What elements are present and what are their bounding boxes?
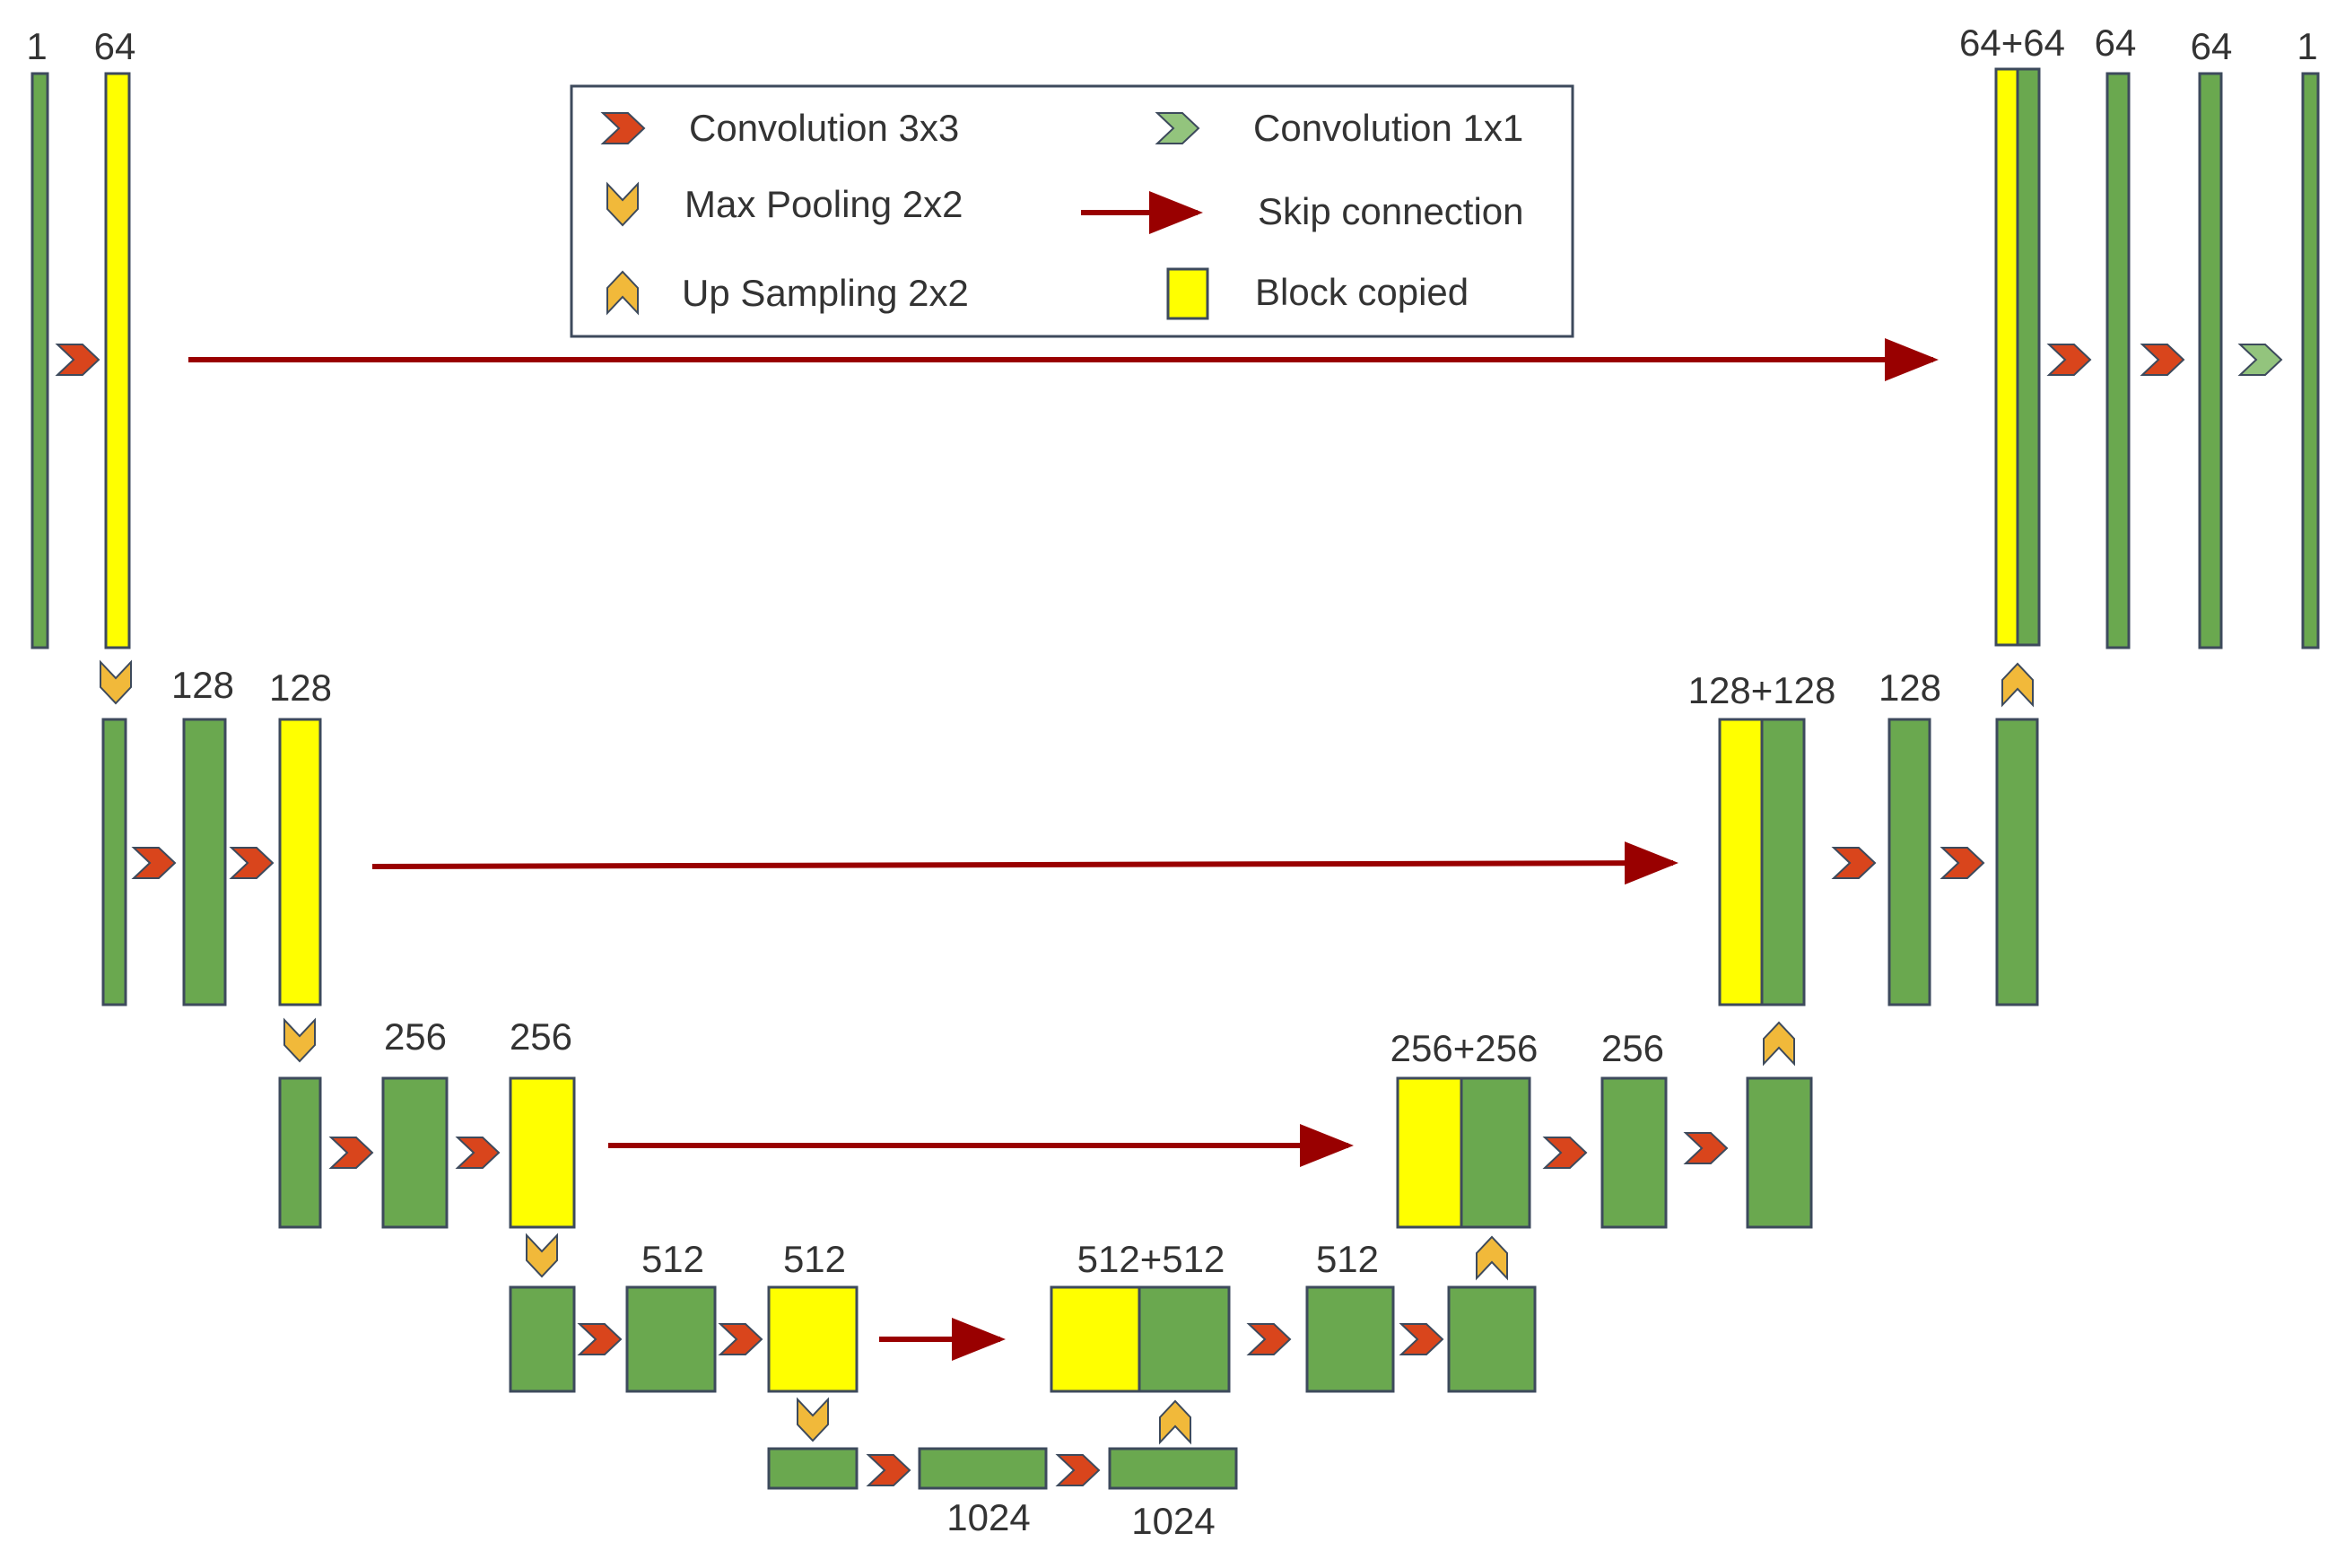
upsample-chevron-up-icon xyxy=(1763,1021,1795,1067)
conv3x3-chevron-icon xyxy=(131,847,177,879)
conv3x3-chevron-icon xyxy=(600,112,646,144)
level2-decoder-conv-block-2 xyxy=(1995,718,2039,1006)
channel-label: 256+256 xyxy=(1390,1027,1539,1069)
conv3x3-chevron-icon xyxy=(866,1454,911,1486)
channel-label: 512 xyxy=(783,1238,846,1280)
conv3x3-chevron-icon xyxy=(2140,344,2185,376)
channel-label: 512+512 xyxy=(1077,1238,1225,1280)
maxpool-chevron-down-icon xyxy=(526,1233,558,1278)
channel-label: 128 xyxy=(1879,666,1941,709)
level2-conv-block-copied xyxy=(278,718,322,1006)
channel-label: 64 xyxy=(2191,25,2233,67)
maxpool-chevron-down-icon xyxy=(100,659,132,705)
level3-decoder-conv-block-1 xyxy=(1600,1076,1668,1229)
level1-decoder-conv-block-2 xyxy=(2198,72,2223,649)
upsample-chevron-up-icon xyxy=(1159,1399,1191,1445)
conv3x3-chevron-icon xyxy=(577,1323,623,1355)
level3-conv-block xyxy=(381,1076,449,1229)
level4-decoder-conv-block-1 xyxy=(1305,1285,1395,1393)
conv3x3-chevron-icon xyxy=(229,847,275,879)
conv3x3-chevron-icon xyxy=(718,1323,763,1355)
channel-label: 512 xyxy=(1316,1238,1379,1280)
level3-conv-block-copied xyxy=(509,1076,576,1229)
channel-label: 64 xyxy=(94,25,136,67)
level5-conv-block xyxy=(918,1447,1048,1490)
legend-box xyxy=(570,84,1574,338)
legend-conv1x1-label: Convolution 1x1 xyxy=(1253,107,1523,149)
level5-conv-block-2 xyxy=(1108,1447,1238,1490)
conv3x3-chevron-icon xyxy=(1399,1323,1444,1355)
level4-decoder-conv-block-2 xyxy=(1447,1285,1537,1393)
conv3x3-chevron-icon xyxy=(1831,847,1877,879)
level2-concat-upsampled-part xyxy=(1760,718,1806,1006)
channel-label: 64 xyxy=(2095,22,2137,64)
channel-label: 64+64 xyxy=(1959,22,2065,64)
level2-concat-copied-part xyxy=(1718,718,1764,1006)
maxpool-chevron-down-icon xyxy=(606,181,639,227)
maxpool-chevron-down-icon xyxy=(283,1017,316,1063)
maxpool-chevron-down-icon xyxy=(797,1397,829,1442)
upsample-chevron-up-icon xyxy=(2001,662,2034,708)
conv3x3-chevron-icon xyxy=(1542,1137,1588,1169)
level4-concat-upsampled-part xyxy=(1138,1285,1231,1393)
channel-label: 1024 xyxy=(1131,1500,1215,1542)
conv1x1-chevron-icon xyxy=(1155,112,1200,144)
conv3x3-chevron-icon xyxy=(2046,344,2092,376)
level2-decoder-conv-block-1 xyxy=(1887,718,1931,1006)
level2-conv-block xyxy=(182,718,227,1006)
level5-pooled-block xyxy=(767,1447,859,1490)
channel-label: 128 xyxy=(171,664,234,706)
channel-label: 1 xyxy=(2297,25,2317,67)
conv3x3-chevron-icon xyxy=(1940,847,1985,879)
legend-maxpool-label: Max Pooling 2x2 xyxy=(684,183,963,225)
conv3x3-chevron-icon xyxy=(1055,1454,1101,1486)
level1-input-block xyxy=(31,72,49,649)
level1-concat-upsampled-part xyxy=(2016,67,2041,647)
channel-label: 256 xyxy=(510,1015,572,1058)
upsample-chevron-up-icon xyxy=(1476,1235,1508,1281)
level4-conv-block xyxy=(625,1285,717,1393)
channel-label: 256 xyxy=(384,1015,447,1058)
level4-pooled-block xyxy=(509,1285,576,1393)
conv3x3-chevron-icon xyxy=(1683,1132,1729,1164)
conv3x3-chevron-icon xyxy=(55,344,100,376)
channel-label: 128+128 xyxy=(1688,669,1836,711)
level1-concat-copied-part xyxy=(1994,67,2019,647)
channel-label: 128 xyxy=(269,666,332,709)
level1-decoder-conv-block-1 xyxy=(2105,72,2131,649)
legend-skip-label: Skip connection xyxy=(1258,190,1524,232)
conv3x3-chevron-icon xyxy=(1246,1323,1292,1355)
legend-copied-label: Block copied xyxy=(1255,271,1469,313)
legend-copied-swatch-icon xyxy=(1166,267,1209,320)
level3-decoder-conv-block-2 xyxy=(1746,1076,1813,1229)
channel-label: 1 xyxy=(26,25,47,67)
conv3x3-chevron-icon xyxy=(328,1137,374,1169)
skip-connection-level2 xyxy=(371,841,1678,885)
level4-conv-block-copied xyxy=(767,1285,859,1393)
conv1x1-chevron-icon xyxy=(2237,344,2283,376)
legend-upsample-label: Up Sampling 2x2 xyxy=(682,272,969,314)
legend-conv3x3-label: Convolution 3x3 xyxy=(689,107,959,149)
level1-output-block xyxy=(2301,72,2320,649)
channel-label: 256 xyxy=(1601,1027,1664,1069)
upsample-chevron-up-icon xyxy=(606,270,639,316)
level2-pooled-block xyxy=(101,718,127,1006)
conv3x3-chevron-icon xyxy=(455,1137,501,1169)
level3-pooled-block xyxy=(278,1076,322,1229)
level3-concat-upsampled-part xyxy=(1460,1076,1531,1229)
level3-concat-copied-part xyxy=(1396,1076,1463,1229)
channel-label: 1024 xyxy=(946,1496,1030,1538)
channel-label: 512 xyxy=(641,1238,704,1280)
level1-conv-block-copied xyxy=(104,72,131,649)
legend: Convolution 3x3 Convolution 1x1 Max Pool… xyxy=(570,84,1574,338)
level4-concat-copied-part xyxy=(1050,1285,1141,1393)
